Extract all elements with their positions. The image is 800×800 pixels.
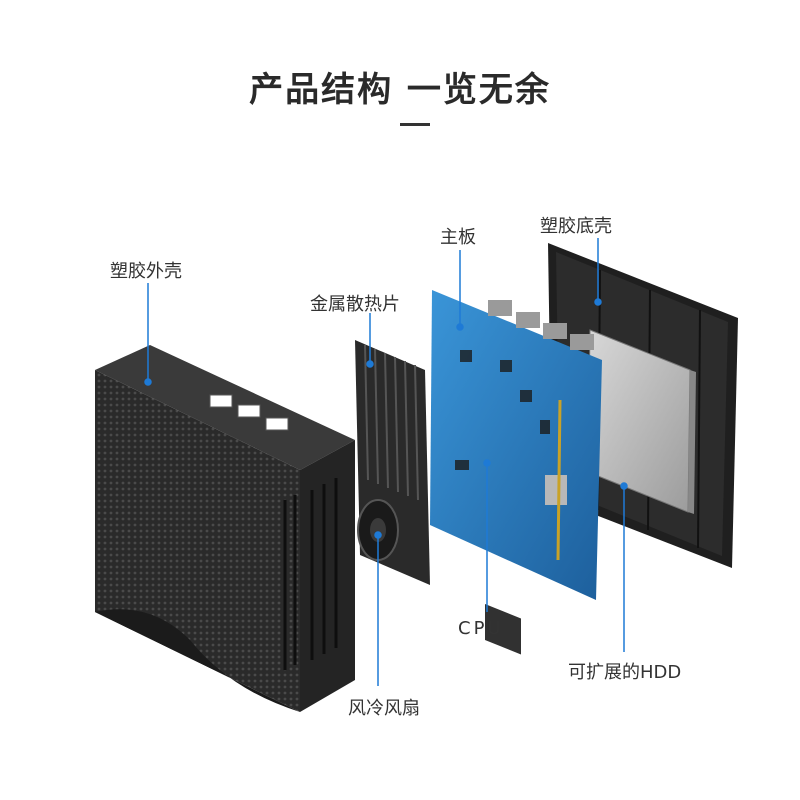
label-board: 主板 (440, 227, 476, 248)
callout-lines (144, 238, 628, 686)
page-title: 产品结构 一览无余 (249, 70, 551, 110)
label-fan: 风冷风扇 (348, 698, 420, 719)
title-underline (400, 123, 430, 126)
outer-shell (95, 345, 355, 712)
motherboard (430, 290, 602, 655)
label-bottom-shell: 塑胶底壳 (540, 216, 612, 237)
label-heatsink: 金属散热片 (310, 294, 400, 315)
label-shell: 塑胶外壳 (110, 261, 182, 282)
label-hdd: 可扩展的HDD (568, 662, 682, 683)
hdd (587, 329, 696, 514)
heatsink (355, 340, 430, 585)
label-cpu: CPU (458, 618, 504, 639)
